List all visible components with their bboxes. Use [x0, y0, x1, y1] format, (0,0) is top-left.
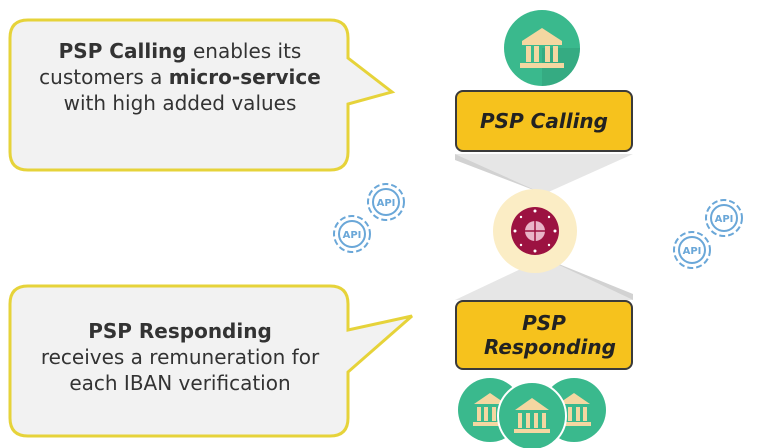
- api-text-left-1: API: [377, 198, 396, 209]
- bank-icon-center: [497, 381, 567, 448]
- central-hub-icon: [493, 189, 577, 273]
- callout-top-bold-1: PSP Calling: [58, 39, 187, 63]
- psp-calling-label: PSP Calling: [455, 90, 633, 152]
- callout-top-text: PSP Calling enables its customers a micr…: [24, 38, 336, 116]
- psp-responding-label: PSP Responding: [455, 300, 633, 370]
- api-gears-right-icon: API API: [673, 199, 743, 269]
- callout-top-text-4: with high added values: [63, 91, 297, 115]
- api-text-right-2: API: [683, 246, 702, 257]
- psp-responding-label-text: PSP Responding: [484, 311, 616, 359]
- bank-group-icon: [458, 378, 606, 448]
- callout-top-bubble: [8, 18, 396, 172]
- api-text-right-1: API: [715, 214, 734, 225]
- callout-bottom-body: receives a remuneration for each IBAN ve…: [40, 345, 320, 395]
- callout-bottom-title: PSP Responding: [88, 319, 272, 343]
- callout-top-bold-2: micro-service: [168, 65, 321, 89]
- funnel-top: [455, 154, 633, 194]
- callout-bottom-bubble: [8, 284, 413, 438]
- bank-icon: [504, 10, 580, 86]
- callout-bottom-text: PSP Responding receives a remuneration f…: [20, 318, 340, 396]
- api-gears-left-icon: API API: [333, 183, 405, 253]
- api-text-left-2: API: [343, 230, 362, 241]
- funnel-bottom: [455, 258, 633, 300]
- callout-top-text-2: enables its customers a: [39, 39, 302, 89]
